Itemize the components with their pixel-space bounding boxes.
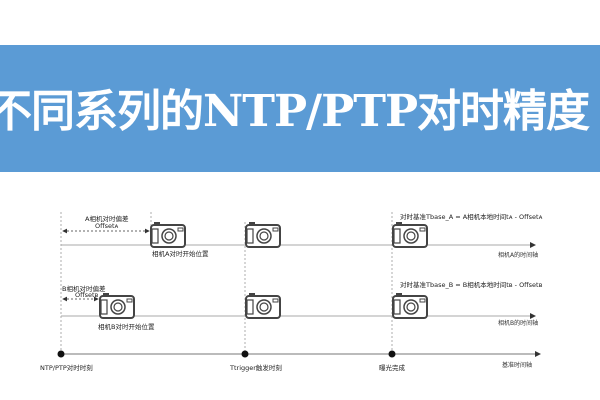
offset-b-symbol: Offsetв <box>75 291 99 299</box>
camera-b-exposure-icon <box>392 292 428 319</box>
axis-b-label: 相机B的时间轴 <box>498 320 539 327</box>
camera-a-start-icon <box>150 221 186 248</box>
camera-b-start-icon <box>99 292 135 319</box>
ntp-dot <box>57 350 65 358</box>
vertical-guides <box>60 212 393 352</box>
exposure-label: 曝光完成 <box>379 364 405 372</box>
camera-b-start-label: 相机B对时开始位置 <box>98 323 155 331</box>
offset-b-label: B相机对时偏差 <box>62 285 106 293</box>
camera-a-exposure-icon <box>392 221 428 248</box>
axis-base-label: 基准时间轴 <box>502 362 533 369</box>
banner-title: 不同系列的NTP/PTP对时精度 <box>0 86 590 137</box>
camera-a-start-label: 相机A对时开始位置 <box>152 250 209 258</box>
exposure-dot <box>388 350 396 358</box>
axis-a-label: 相机A的时间轴 <box>498 252 539 259</box>
camera-a-trigger-icon <box>245 221 281 248</box>
offset-a-symbol: Offsetᴀ <box>95 222 119 230</box>
title-banner: 不同系列的NTP/PTP对时精度 <box>0 45 600 172</box>
camera-b-trigger-icon <box>245 292 281 319</box>
formula-a: 对时基准Tbase_A = A相机本地时间tᴀ - Offsetᴀ <box>400 213 543 221</box>
formula-b: 对时基准Tbase_B = B相机本地时间tв - Offsetв <box>400 281 543 289</box>
trigger-dot <box>241 350 249 358</box>
offset-a-label: A相机对时偏差 <box>85 215 129 223</box>
ntp-label: NTP/PTP对时时刻 <box>40 364 93 372</box>
trigger-label: Ttrigger触发时刻 <box>230 364 282 372</box>
